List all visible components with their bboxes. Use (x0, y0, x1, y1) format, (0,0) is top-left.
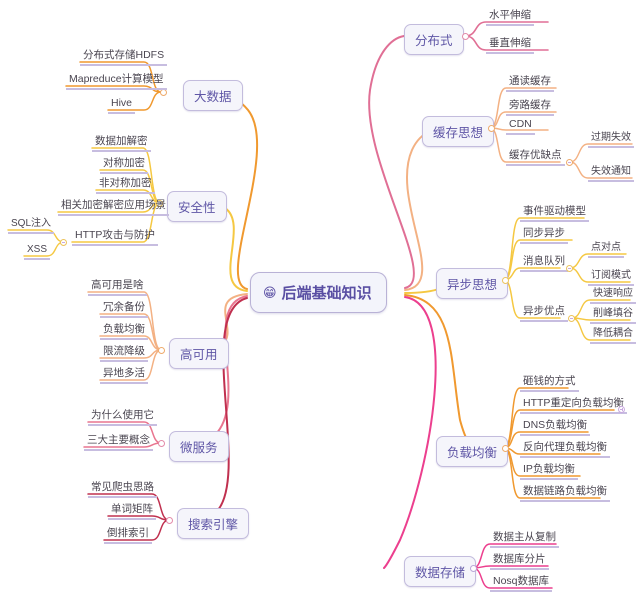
leaf-node[interactable]: 同步异步 (520, 227, 568, 244)
leaf-node[interactable]: 砸钱的方式 (520, 375, 579, 392)
toggle-knob-async[interactable] (502, 277, 509, 284)
toggle-knob-storage[interactable] (470, 565, 477, 572)
branch-node-security[interactable]: 安全性 (167, 191, 227, 222)
leaf-node[interactable]: 快速响应 (590, 287, 636, 304)
toggle-knob-loadbalance[interactable] (502, 445, 509, 452)
leaf-node[interactable]: 单词矩阵 (108, 503, 156, 520)
leaf-node[interactable]: HTTP攻击与防护 (72, 229, 158, 246)
branch-node-bigdata[interactable]: 大数据 (183, 80, 243, 111)
leaf-node[interactable]: 降低耦合 (590, 327, 636, 344)
leaf-node[interactable]: 数据主从复制 (490, 531, 559, 548)
toggle-knob-async-pros[interactable] (568, 315, 575, 322)
leaf-node[interactable]: 冗余备份 (100, 301, 148, 318)
leaf-node[interactable]: 异地多活 (100, 367, 148, 384)
leaf-node[interactable]: DNS负载均衡 (520, 419, 591, 436)
branch-node-highavailability[interactable]: 高可用 (169, 338, 229, 369)
leaf-node[interactable]: 消息队列 (520, 255, 568, 272)
toggle-knob-highavailability[interactable] (158, 347, 165, 354)
leaf-node[interactable]: Mapreduce计算模型 (66, 73, 167, 90)
toggle-knob-microservice[interactable] (158, 440, 165, 447)
expand-knob-http-redirect[interactable] (618, 406, 625, 413)
leaf-node[interactable]: XSS (24, 243, 51, 260)
leaf-node[interactable]: 数据加解密 (92, 135, 151, 152)
leaf-node[interactable]: CDN (506, 118, 535, 135)
leaf-node[interactable]: 失效通知 (588, 165, 634, 182)
leaf-node[interactable]: 分布式存储HDFS (80, 49, 168, 66)
branch-node-storage[interactable]: 数据存储 (404, 556, 477, 587)
leaf-node[interactable]: 负载均衡 (100, 323, 148, 340)
leaf-node[interactable]: IP负载均衡 (520, 463, 578, 480)
branch-label: 微服务 (180, 441, 218, 455)
leaf-node[interactable]: 为什么使用它 (88, 409, 157, 426)
toggle-knob-cache-proscons[interactable] (566, 159, 573, 166)
leaf-node[interactable]: 数据库分片 (490, 553, 549, 570)
toggle-knob-security[interactable] (156, 200, 163, 207)
leaf-node[interactable]: 相关加密解密应用场景 (58, 199, 169, 216)
leaf-node[interactable]: 点对点 (588, 241, 624, 258)
leaf-node[interactable]: 非对称加密 (96, 177, 155, 194)
leaf-node[interactable]: 通读缓存 (506, 75, 554, 92)
toggle-knob-cache[interactable] (488, 125, 495, 132)
toggle-knob-http-attack[interactable] (60, 239, 67, 246)
branch-node-microservice[interactable]: 微服务 (169, 431, 229, 462)
leaf-node[interactable]: 反向代理负载均衡 (520, 441, 610, 458)
branch-label: 异步思想 (447, 278, 498, 292)
leaf-node[interactable]: 旁路缓存 (506, 99, 554, 116)
leaf-node[interactable]: 对称加密 (100, 157, 148, 174)
leaf-node[interactable]: 削峰填谷 (590, 307, 636, 324)
leaf-node[interactable]: 倒排索引 (104, 527, 152, 544)
leaf-node[interactable]: Hive (108, 97, 136, 114)
grin-emoji-icon: 😁 (263, 285, 277, 300)
leaf-node[interactable]: 水平伸缩 (486, 9, 534, 26)
branch-label: 大数据 (194, 90, 232, 104)
leaf-node[interactable]: Nosq数据库 (490, 575, 553, 592)
leaf-node[interactable]: 订阅模式 (588, 269, 634, 286)
leaf-node[interactable]: 缓存优缺点 (506, 149, 565, 166)
branch-label: 负载均衡 (447, 446, 498, 460)
leaf-node[interactable]: 高可用是啥 (88, 279, 147, 296)
leaf-node[interactable]: 常见爬虫思路 (88, 481, 157, 498)
leaf-node[interactable]: 过期失效 (588, 131, 634, 148)
branch-node-async[interactable]: 异步思想 (436, 268, 509, 299)
toggle-knob-message-queue[interactable] (566, 265, 573, 272)
branch-label: 安全性 (178, 201, 216, 215)
branch-node-search[interactable]: 搜索引擎 (177, 508, 250, 539)
branch-label: 高可用 (180, 348, 218, 362)
branch-node-loadbalance[interactable]: 负载均衡 (436, 436, 509, 467)
branch-node-cache[interactable]: 缓存思想 (422, 116, 495, 147)
toggle-knob-bigdata[interactable] (160, 89, 167, 96)
leaf-node[interactable]: 事件驱动模型 (520, 205, 589, 222)
branch-label: 分布式 (415, 34, 453, 48)
branch-label: 缓存思想 (433, 126, 484, 140)
root-node[interactable]: 😁 后端基础知识 (250, 272, 387, 313)
branch-label: 搜索引擎 (188, 518, 239, 532)
leaf-node[interactable]: 垂直伸缩 (486, 37, 534, 54)
branch-label: 数据存储 (415, 566, 466, 580)
leaf-node[interactable]: 数据链路负载均衡 (520, 485, 610, 502)
branch-node-distributed[interactable]: 分布式 (404, 24, 464, 55)
leaf-node[interactable]: 异步优点 (520, 305, 568, 322)
leaf-node[interactable]: SQL注入 (8, 217, 55, 234)
root-node-label: 后端基础知识 (281, 285, 372, 302)
toggle-knob-search[interactable] (166, 517, 173, 524)
toggle-knob-distributed[interactable] (462, 33, 469, 40)
leaf-node[interactable]: HTTP重定向负载均衡 (520, 397, 627, 414)
leaf-node[interactable]: 三大主要概念 (84, 434, 153, 451)
leaf-node[interactable]: 限流降级 (100, 345, 148, 362)
